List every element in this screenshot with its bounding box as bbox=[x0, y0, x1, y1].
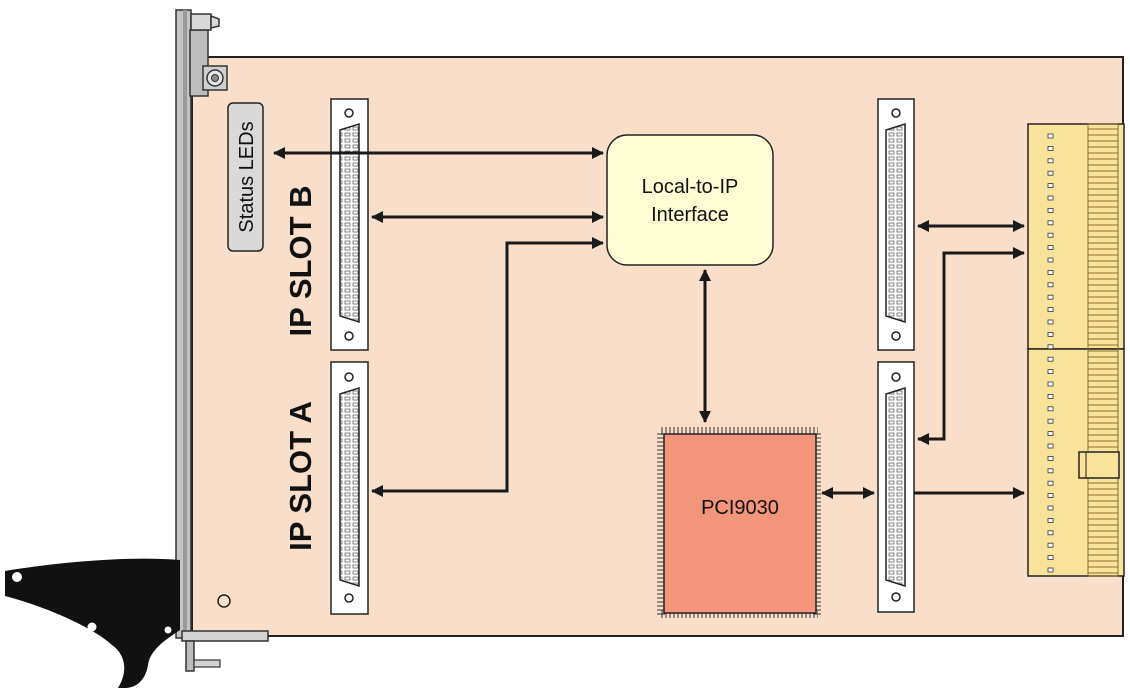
local-to-ip-interface-box: Local-to-IP Interface bbox=[606, 134, 774, 266]
backplane-pin bbox=[1047, 505, 1054, 511]
pci9030-label: PCI9030 bbox=[701, 497, 779, 519]
mounting-hole bbox=[217, 594, 231, 608]
backplane-pin bbox=[1047, 307, 1054, 313]
backplane-pin bbox=[1047, 232, 1054, 238]
ip-slot-a-connector bbox=[330, 361, 369, 615]
backplane-pin bbox=[1047, 282, 1054, 288]
backplane-pin bbox=[1047, 257, 1054, 263]
backplane-pin bbox=[1047, 183, 1054, 189]
front-panel-bracket bbox=[175, 9, 269, 672]
backplane-pin bbox=[1047, 480, 1054, 486]
backplane-pin bbox=[1047, 344, 1054, 350]
signal-arrows bbox=[273, 147, 1025, 499]
arrow-backplane-to-lower-connector bbox=[917, 247, 1025, 445]
backplane-pin bbox=[1047, 468, 1054, 474]
backplane-pin bbox=[1047, 207, 1054, 213]
ip-slot-b-connector bbox=[330, 98, 369, 351]
lower-right-connector bbox=[877, 361, 915, 613]
backplane-pin bbox=[1047, 555, 1054, 560]
interface-label-line2: Interface bbox=[651, 204, 729, 226]
backplane-pin bbox=[1047, 542, 1054, 548]
backplane-pin bbox=[1047, 245, 1054, 251]
backplane-pin bbox=[1047, 331, 1054, 337]
backplane-pin bbox=[1047, 170, 1054, 176]
backplane-pin bbox=[1047, 493, 1054, 499]
backplane-pin bbox=[1047, 518, 1054, 523]
backplane-pin bbox=[1047, 381, 1054, 387]
backplane-pin bbox=[1047, 406, 1054, 412]
backplane-pin bbox=[1047, 195, 1054, 201]
upper-right-connector bbox=[877, 98, 915, 351]
backplane-pin bbox=[1047, 418, 1054, 424]
backplane-pin bbox=[1047, 455, 1054, 461]
status-leds-label: Status LEDs bbox=[236, 121, 258, 232]
backplane-connector bbox=[1027, 123, 1125, 577]
backplane-pin bbox=[1047, 294, 1054, 300]
backplane-pin bbox=[1047, 145, 1054, 151]
ip-slot-a-label: IP SLOT A bbox=[283, 401, 318, 551]
backplane-pin bbox=[1047, 369, 1054, 375]
status-leds-box: Status LEDs bbox=[227, 102, 264, 252]
ip-slot-b-label: IP SLOT B bbox=[283, 185, 318, 336]
backplane-pin bbox=[1047, 220, 1054, 226]
backplane-pin bbox=[1047, 133, 1054, 139]
backplane-pin bbox=[1047, 319, 1054, 325]
backplane-pin bbox=[1047, 158, 1054, 164]
backplane-pin bbox=[1047, 393, 1054, 399]
interface-label-line1: Local-to-IP bbox=[642, 176, 739, 198]
backplane-pin bbox=[1047, 356, 1054, 362]
backplane-pin bbox=[1047, 530, 1054, 536]
arrow-slot-a-to-interface bbox=[371, 237, 604, 497]
backplane-pin bbox=[1047, 443, 1054, 449]
pci9030-chip: PCI9030 bbox=[657, 427, 821, 618]
backplane-pin bbox=[1047, 269, 1054, 275]
backplane-pin bbox=[1047, 431, 1054, 437]
backplane-pin bbox=[1047, 567, 1054, 573]
ejector-handle bbox=[5, 558, 180, 688]
